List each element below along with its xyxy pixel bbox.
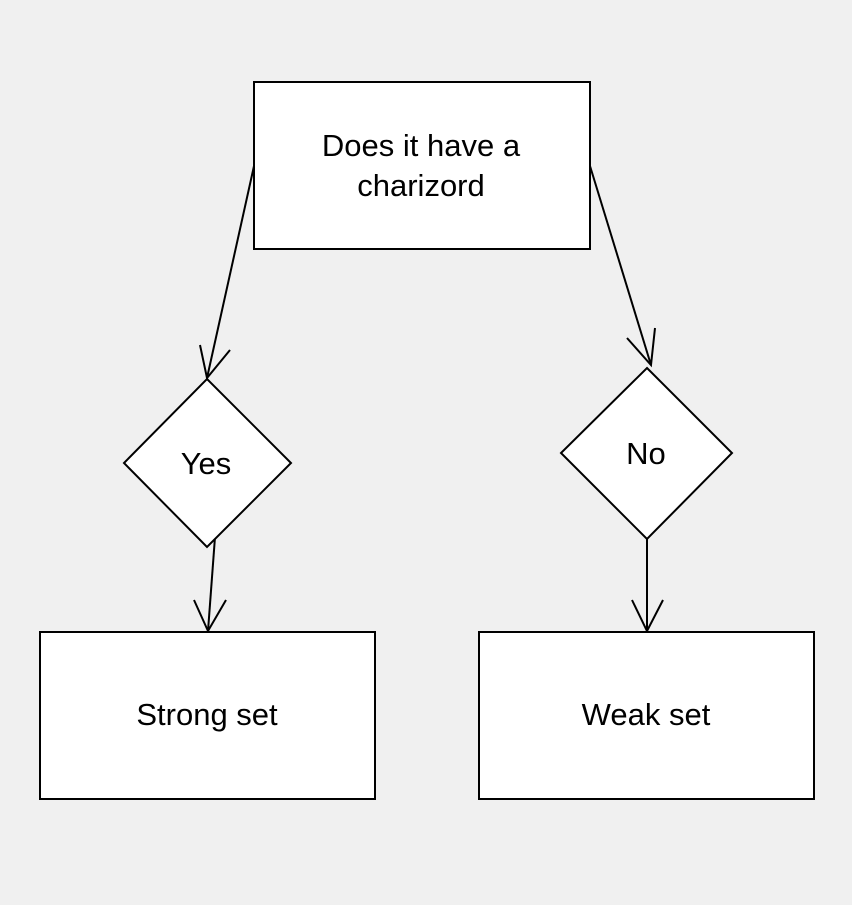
strong-set-node: Strong set	[39, 631, 376, 800]
weak-set-node: Weak set	[478, 631, 815, 800]
edge-question-to-yes	[199, 165, 255, 381]
weak-set-label: Weak set	[582, 697, 711, 732]
edge-yes-to-strong	[193, 536, 227, 634]
strong-set-label: Strong set	[136, 697, 278, 732]
question-label-line2: charizord	[357, 168, 485, 203]
question-label-line1: Does it have a	[322, 128, 521, 163]
yes-decision-node: Yes	[122, 377, 293, 549]
yes-label: Yes	[181, 446, 232, 481]
no-label: No	[626, 436, 666, 471]
no-decision-node: No	[559, 366, 734, 541]
arrowhead	[199, 344, 231, 381]
arrowhead	[626, 327, 656, 368]
edge-no-to-weak	[631, 539, 664, 634]
question-node: Does it have a charizord	[253, 81, 591, 250]
edge-question-to-no	[589, 165, 656, 368]
